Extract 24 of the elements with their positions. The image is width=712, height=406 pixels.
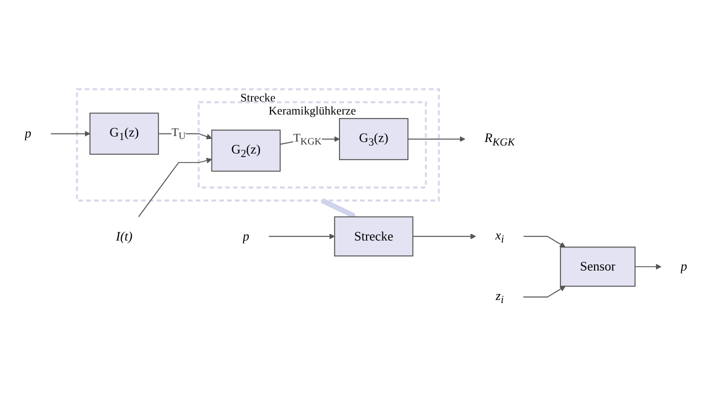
node-box: G$_{1}$(z) [89, 112, 159, 154]
node-box: G$_{2}$(z) [211, 129, 281, 172]
arrow [268, 233, 335, 239]
arrow [523, 236, 566, 248]
node-text: x$_{i}$ [495, 228, 504, 245]
edge-label: T$_{U}$ [171, 125, 186, 142]
arrow [634, 263, 662, 270]
node-text: R$_{KGK}$ [484, 130, 515, 148]
arrow [407, 136, 466, 142]
edge-label: T$_{KGK}$ [293, 130, 322, 147]
arrow [412, 233, 476, 239]
node-text: p [24, 126, 32, 140]
node-box: G$_{3}$(z) [339, 118, 408, 160]
node-box: Sensor [560, 246, 636, 286]
node-text: I(t) [116, 228, 133, 244]
arrow [158, 132, 212, 139]
arrow [320, 198, 356, 218]
arrow [50, 130, 90, 136]
node-text: p [680, 259, 688, 274]
node-text: p [242, 228, 250, 244]
arrow [522, 286, 566, 298]
node-box: Strecke [334, 216, 414, 256]
node-text: z$_{i}$ [496, 288, 504, 306]
arrow [138, 157, 212, 217]
